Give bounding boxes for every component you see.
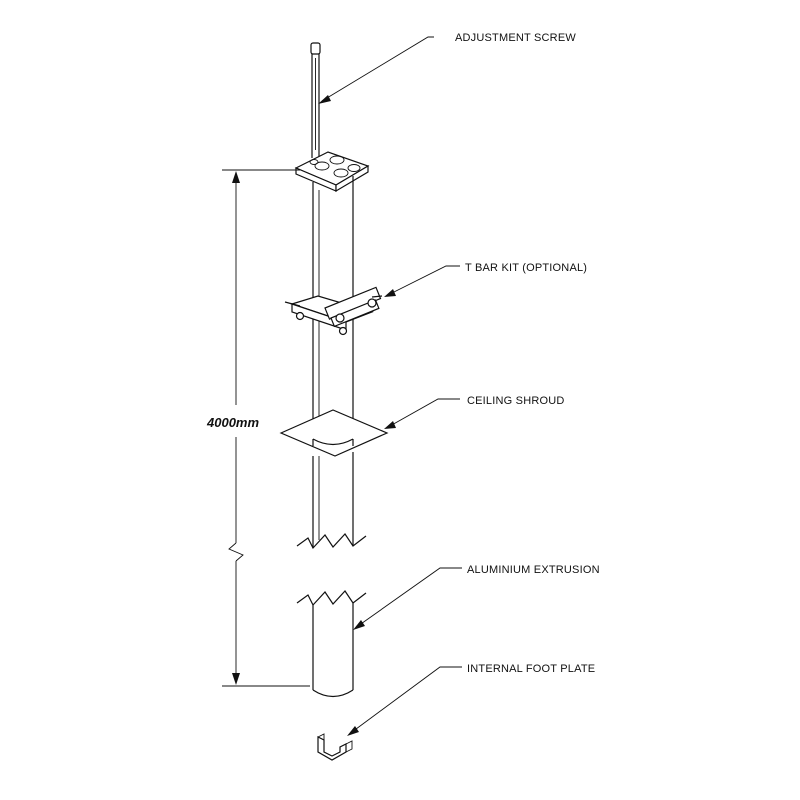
callout-aluminium-extrusion: ALUMINIUM EXTRUSION <box>353 564 600 630</box>
dimension-label: 4000mm <box>206 415 259 430</box>
adjustment-screw-label: ADJUSTMENT SCREW <box>455 32 576 44</box>
adjustment-screw <box>310 42 321 158</box>
internal-foot-plate <box>317 733 353 761</box>
t-bar-kit-label: T BAR KIT (OPTIONAL) <box>465 262 587 274</box>
callout-t-bar-kit: T BAR KIT (OPTIONAL) <box>384 262 587 297</box>
callout-ceiling-shroud: CEILING SHROUD <box>384 395 565 429</box>
callout-adjustment-screw: ADJUSTMENT SCREW <box>318 32 576 104</box>
ceiling-shroud-label: CEILING SHROUD <box>467 395 565 407</box>
t-bar-kit <box>284 286 383 336</box>
callout-internal-foot-plate: INTERNAL FOOT PLATE <box>347 663 595 736</box>
internal-foot-plate-label: INTERNAL FOOT PLATE <box>467 663 595 675</box>
ceiling-shroud <box>279 409 389 457</box>
top-bracket-plate <box>294 151 370 193</box>
length-dimension: 4000mm <box>206 169 310 687</box>
aluminium-extrusion-tube <box>296 452 367 698</box>
aluminium-extrusion-label: ALUMINIUM EXTRUSION <box>467 564 600 576</box>
